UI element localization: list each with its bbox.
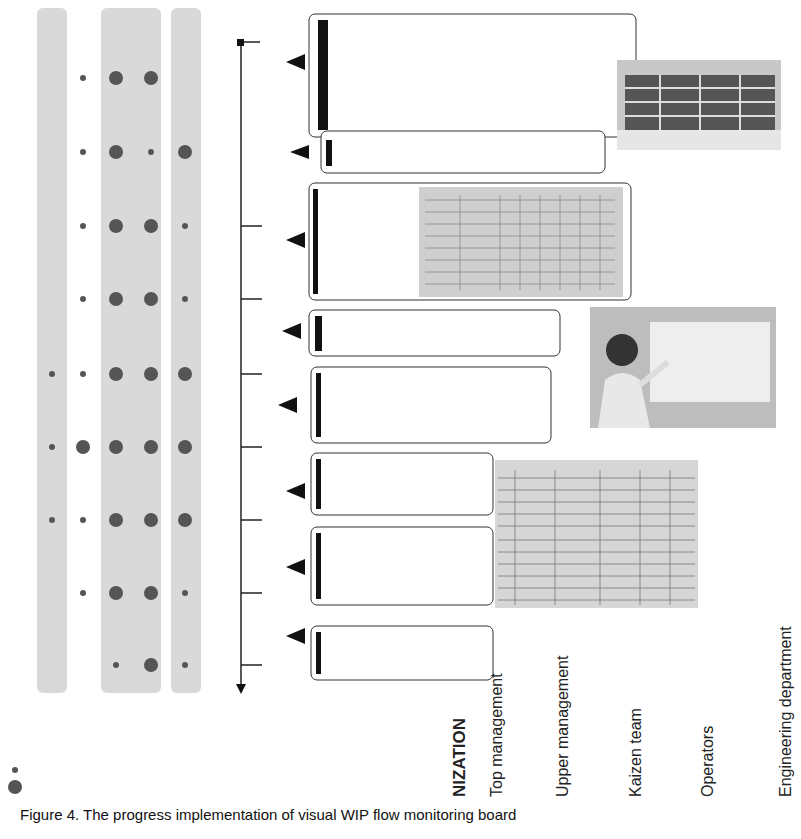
role-label: Engineering department [777, 626, 795, 797]
axis-heading: NIZATION [451, 718, 469, 797]
photo-table [495, 460, 698, 608]
role-label: Upper management [554, 656, 572, 797]
photo-operator [590, 307, 776, 428]
role-label: Operators [699, 726, 717, 797]
column-bands [37, 8, 201, 693]
role-label: Kaizen team [627, 708, 645, 797]
figure-caption: Figure 4. The progress implementation of… [20, 806, 516, 824]
involvement-dots [8, 71, 192, 794]
photo-chart [419, 187, 623, 297]
box-bars [313, 20, 332, 674]
photo-racks [617, 60, 781, 150]
role-label: Top management [488, 673, 506, 797]
pointer-triangles [278, 54, 309, 644]
time-axis [241, 42, 262, 684]
